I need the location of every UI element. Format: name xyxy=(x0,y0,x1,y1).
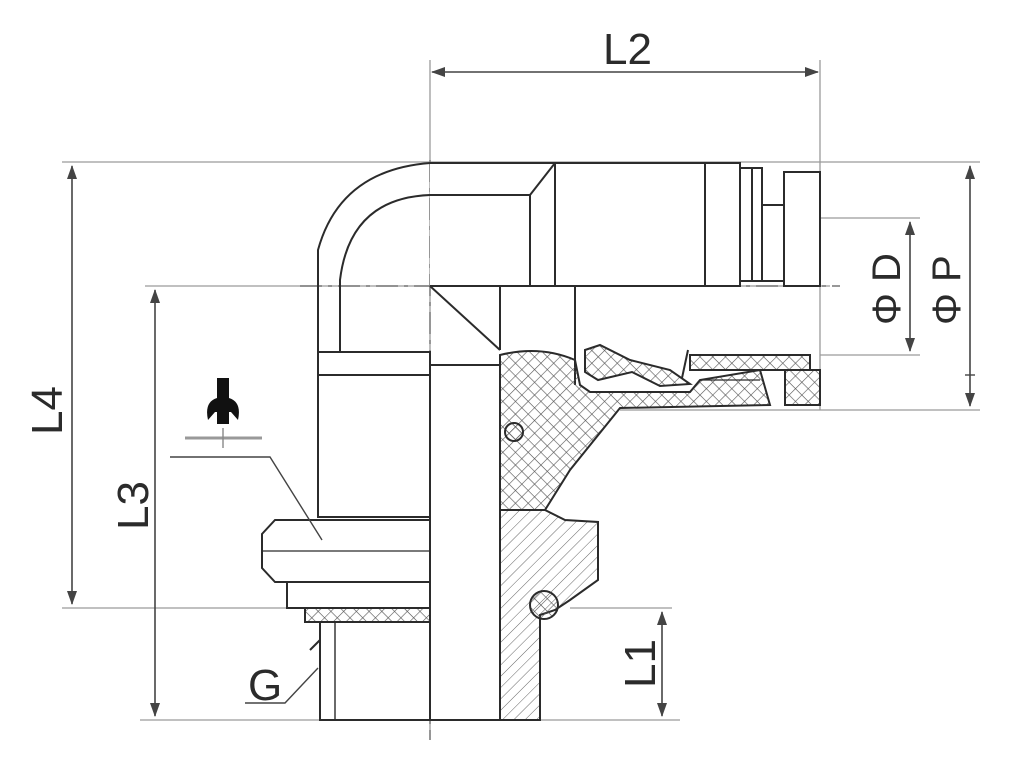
fitting-exterior xyxy=(261,162,431,721)
label-l4: L4 xyxy=(23,386,72,435)
label-phi-p: Φ P xyxy=(925,255,969,325)
leader-lines xyxy=(170,374,975,704)
label-l1: L1 xyxy=(616,639,665,688)
dimension-lines xyxy=(67,67,975,717)
tube-body xyxy=(430,162,821,385)
label-l2: L2 xyxy=(603,25,652,74)
label-g: G xyxy=(248,661,282,710)
label-phi-d: Φ D xyxy=(865,253,909,325)
wrench-icon xyxy=(185,378,262,448)
label-l3: L3 xyxy=(109,481,158,530)
section-view xyxy=(429,285,821,721)
